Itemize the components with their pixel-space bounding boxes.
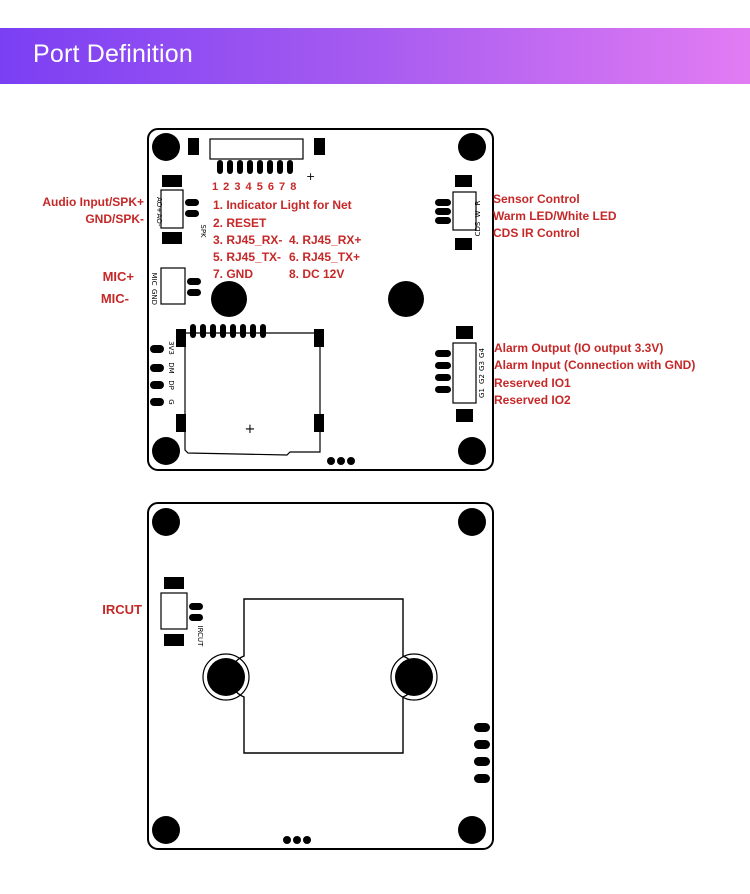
silk-dp: DP [167, 380, 175, 390]
silk-g3: G3 [478, 361, 486, 371]
ircut-connector-tab [164, 577, 184, 589]
sensor-connector [452, 191, 477, 231]
silk-r: R [474, 200, 482, 205]
silk-dm: DM [167, 362, 175, 373]
test-pads [283, 836, 311, 844]
ao-connector-tab [162, 175, 182, 187]
silk-g: G [167, 399, 175, 404]
side-pads [474, 723, 490, 783]
label-reserved-io1: Reserved IO1 [494, 376, 571, 390]
mount-hole [152, 816, 180, 844]
net-connector-tab [314, 138, 325, 155]
net-pin-5: 5. RJ45_TX- [213, 250, 282, 264]
net-connector-pins [217, 160, 293, 174]
label-mic-plus: MIC+ [102, 269, 134, 284]
label-reserved-io2: Reserved IO2 [494, 393, 571, 407]
test-pads [327, 457, 355, 465]
label-sensor-control: Sensor Control [493, 192, 580, 206]
sd-card-slot: + [176, 324, 324, 456]
silk-g4: G4 [478, 348, 486, 358]
silk-ao-plus: AO+ [155, 197, 163, 213]
silk-g2: G2 [478, 374, 486, 384]
silk-ircut: IRCUT [196, 626, 204, 648]
net-pin-7: 7. GND [213, 267, 254, 281]
sensor-connector-tab [455, 238, 472, 250]
ircut-connector-tab [164, 634, 184, 646]
mic-connector [160, 267, 186, 305]
net-pin-8: 8. DC 12V [289, 267, 345, 281]
silk-3v3: 3V3 [167, 341, 175, 355]
silk-ao-minus: AO- [155, 214, 163, 227]
net-pin-numbers: 1 2 3 4 5 6 7 8 [212, 181, 298, 193]
ao-connector-tab [162, 232, 182, 244]
net-pin-1: 1. Indicator Light for Net [213, 198, 352, 212]
sensor-connector-tab [455, 175, 472, 187]
silk-cds: CDS [474, 221, 482, 236]
sensor-connector-pins [435, 199, 451, 224]
label-alarm-output: Alarm Output (IO output 3.3V) [494, 341, 664, 355]
alarm-connector-tab [456, 409, 473, 422]
mount-hole [458, 437, 486, 465]
silk-spk: SPK [199, 224, 207, 238]
silk-mic: MIC [150, 273, 158, 286]
label-cds-ir: CDS IR Control [493, 226, 580, 240]
alarm-connector-pins [435, 350, 451, 393]
mount-hole [395, 658, 433, 696]
net-pin-2: 2. RESET [213, 216, 267, 230]
label-alarm-input: Alarm Input (Connection with GND) [494, 358, 696, 372]
silk-g1: G1 [478, 388, 486, 398]
svg-text:+: + [245, 422, 256, 437]
net-connector-tab [188, 138, 199, 155]
mount-hole [152, 508, 180, 536]
mount-hole [388, 281, 424, 317]
page-title: Port Definition [33, 40, 194, 68]
net-pin-3: 3. RJ45_RX- [213, 233, 283, 247]
mount-hole [458, 816, 486, 844]
silk-plus: + [306, 170, 315, 183]
alarm-connector-tab [456, 326, 473, 339]
label-ircut: IRCUT [102, 602, 142, 617]
net-pin-6: 6. RJ45_TX+ [289, 250, 361, 264]
silk-w: W [474, 210, 482, 217]
mount-hole [458, 133, 486, 161]
label-audio-input: Audio Input/SPK+ [42, 195, 144, 209]
silk-gnd: GND [150, 289, 158, 305]
label-mic-minus: MIC- [100, 291, 129, 306]
ao-connector [160, 189, 184, 229]
ircut-connector [160, 592, 188, 630]
usb-pads [150, 345, 164, 406]
lens-holder-outline [229, 598, 418, 754]
mount-hole [207, 658, 245, 696]
mount-hole [458, 508, 486, 536]
mount-hole [211, 281, 247, 317]
header-banner: Port Definition [0, 28, 750, 84]
label-gnd-spk: GND/SPK- [85, 212, 144, 226]
net-connector [209, 138, 304, 160]
mount-hole [152, 437, 180, 465]
label-warm-led: Warm LED/White LED [493, 209, 617, 223]
net-pin-4: 4. RJ45_RX+ [289, 233, 362, 247]
mount-hole [152, 133, 180, 161]
alarm-connector [452, 342, 477, 404]
